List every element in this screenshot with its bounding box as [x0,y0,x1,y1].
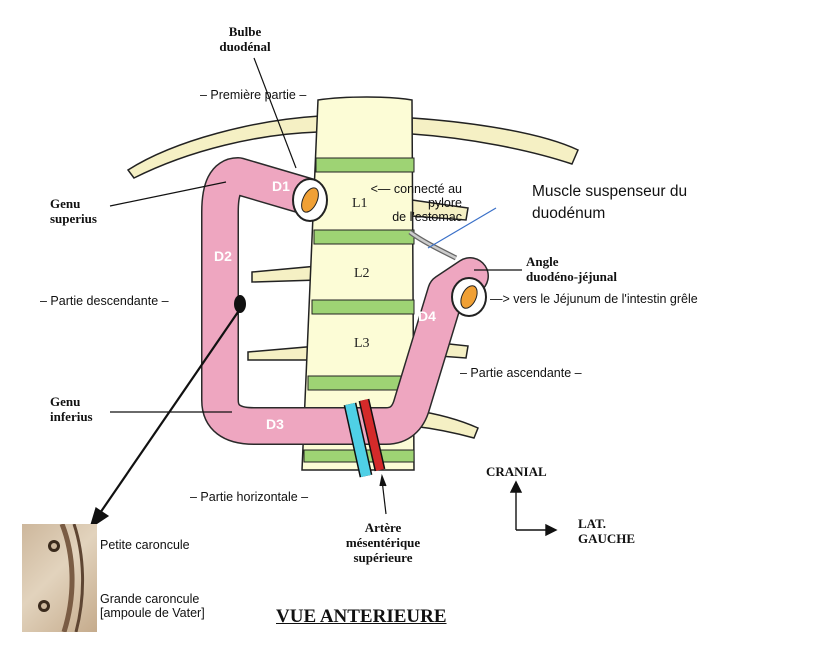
rib-right-4 [411,409,479,439]
duodenum-tube [202,158,488,444]
inset-texture [38,524,85,632]
disc-1 [315,157,415,173]
label-partie-descendante: – Partie descendante – [40,294,169,308]
vertebra-label-l1: L1 [352,196,368,211]
label-angle-duodeno-jejunal: Angle duodéno-jéjunal [526,254,618,284]
disc-3 [311,299,415,315]
rib-upper-right [411,117,579,165]
leader-lines [88,57,522,530]
leader-genu-superius [109,181,227,207]
label-connecte-pylore: <— connecté au pylore de l'estomac [370,182,462,224]
label-genu-inferius: Genu inferius [50,394,93,424]
leader-bulbe [253,57,297,169]
rib-left-2 [251,265,319,283]
direction-axes [509,480,558,537]
segment-label-d1: D1 [272,178,290,194]
label-bulbe-duodenal: Bulbe duodénal [219,24,271,54]
label-grande-caroncule: Grande caroncule [ampoule de Vater] [100,592,205,620]
title-vue-anterieure: VUE ANTERIEURE [276,606,447,627]
label-partie-horizontale: – Partie horizontale – [190,490,309,504]
label-muscle-suspenseur: Muscle suspenseur du duodénum [532,183,688,222]
label-lat-gauche: LAT. GAUCHE [578,516,636,546]
leader-muscle [427,207,497,249]
label-artere-mesenterique: Artère mésentérique supérieure [345,520,421,565]
label-premiere-partie: – Première partie – [200,88,307,102]
label-cranial: CRANIAL [486,464,547,479]
label-vers-jejunum: —> vers le Jéjunum de l'intestin grêle [490,292,698,306]
disc-2 [313,229,415,245]
label-petite-caroncule: Petite caroncule [100,538,190,552]
ampulla-dot [234,295,246,313]
leader-ampulla [97,311,239,517]
segment-label-d2: D2 [214,248,232,264]
ampulla-inset-photo [22,524,97,632]
vertebra-label-l3: L3 [354,336,370,351]
mesenteric-vessels [343,398,386,478]
d4-cut-end [451,277,487,317]
label-partie-ascendante: – Partie ascendante – [460,366,582,380]
d1-cut-end [292,178,328,222]
label-genu-superius: Genu superius [50,196,97,226]
segment-label-d3: D3 [266,416,284,432]
vertebra-label-l2: L2 [354,266,370,281]
segment-label-d4: D4 [418,308,436,324]
